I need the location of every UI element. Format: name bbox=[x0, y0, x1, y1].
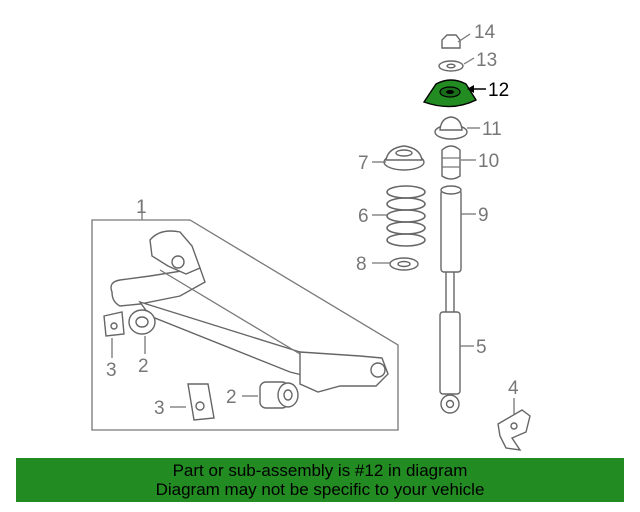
callout-5: 5 bbox=[476, 337, 487, 358]
callout-9: 9 bbox=[478, 205, 489, 226]
shock-absorber[interactable] bbox=[439, 255, 461, 414]
upper-strut-mount[interactable] bbox=[422, 79, 478, 108]
callout-6: 6 bbox=[358, 206, 369, 227]
callout-4: 4 bbox=[508, 378, 519, 399]
callout-3-lower: 3 bbox=[154, 398, 165, 419]
banner-line-disclaimer: Diagram may not be specific to your vehi… bbox=[155, 480, 485, 499]
callout-7: 7 bbox=[358, 153, 369, 174]
shock-mount-bracket[interactable] bbox=[497, 409, 531, 451]
bushing-lower[interactable] bbox=[259, 381, 299, 409]
callout-8: 8 bbox=[356, 254, 367, 275]
callout-2-lower: 2 bbox=[226, 387, 237, 408]
spring-upper-seat[interactable] bbox=[434, 116, 468, 140]
callout-1: 1 bbox=[136, 197, 147, 218]
callout-12: 12 bbox=[488, 80, 509, 101]
spring-insulator-upper[interactable] bbox=[383, 145, 425, 171]
bushing-left[interactable] bbox=[128, 309, 156, 335]
callout-10: 10 bbox=[478, 151, 499, 172]
callout-3-left: 3 bbox=[106, 360, 117, 381]
coil-spring[interactable] bbox=[386, 185, 426, 247]
dust-cover[interactable] bbox=[440, 185, 462, 273]
axle-assembly-frame bbox=[91, 219, 399, 431]
callout-14: 14 bbox=[474, 22, 496, 43]
info-banner: Part or sub-assembly is #12 in diagram D… bbox=[16, 458, 624, 502]
banner-line-part: Part or sub-assembly is #12 in diagram bbox=[172, 461, 468, 480]
bracket-lower[interactable] bbox=[187, 383, 215, 421]
bump-stop[interactable] bbox=[441, 145, 461, 180]
washer[interactable] bbox=[438, 60, 464, 72]
callout-11: 11 bbox=[482, 119, 502, 140]
bracket-left[interactable] bbox=[103, 311, 125, 337]
spring-insulator-lower[interactable] bbox=[389, 257, 419, 271]
callout-2-left: 2 bbox=[138, 356, 149, 377]
nut[interactable] bbox=[441, 34, 461, 49]
parts-diagram: 14 13 12 11 10 9 8 7 6 5 4 3 3 2 2 1 bbox=[91, 22, 531, 451]
callout-13: 13 bbox=[476, 50, 497, 71]
torsion-beam-axle[interactable] bbox=[110, 230, 389, 393]
